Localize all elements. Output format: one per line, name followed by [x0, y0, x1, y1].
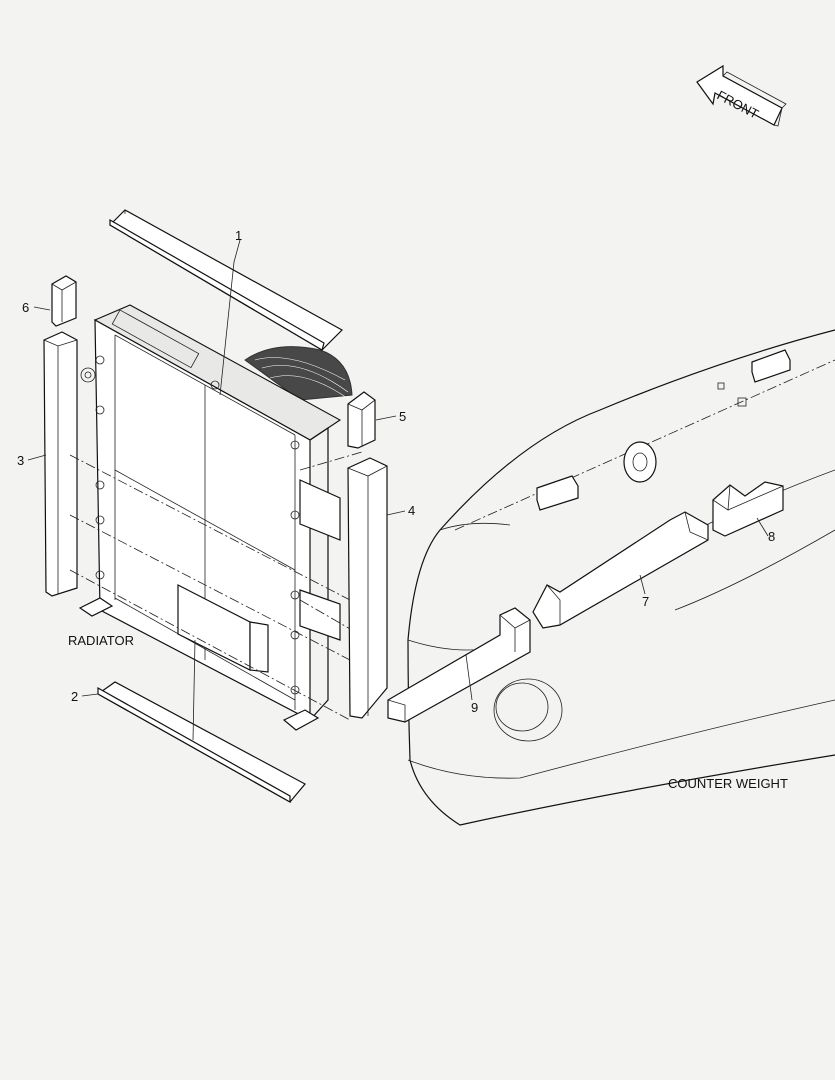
part-9-cw-seal [387, 607, 531, 723]
assembly-center-lines [69, 451, 363, 721]
part-6-small-seal [51, 275, 77, 327]
part-1-top-seal [109, 209, 343, 351]
part-7-cw-seal [532, 511, 709, 629]
part-4-right-seal [347, 457, 388, 719]
counter-weight [407, 329, 835, 826]
callout-5: 5 [399, 409, 406, 424]
callout-9: 9 [471, 700, 478, 715]
callout-8: 8 [768, 529, 775, 544]
radiator-label: RADIATOR [68, 633, 134, 648]
callout-3: 3 [17, 453, 24, 468]
part-8-block-seal [712, 481, 784, 537]
callout-2: 2 [71, 689, 78, 704]
front-arrow-icon: FRONT [696, 64, 787, 127]
radiator-assembly [78, 304, 353, 731]
counter-weight-label: COUNTER WEIGHT [668, 776, 788, 791]
leader-lines [27, 239, 769, 741]
callout-4: 4 [408, 503, 415, 518]
radiator-bolts [95, 355, 300, 695]
callout-1: 1 [235, 228, 242, 243]
callout-6: 6 [22, 300, 29, 315]
callout-7: 7 [642, 594, 649, 609]
part-5-small-seal [347, 391, 376, 449]
part-3-left-seal [43, 331, 78, 597]
part-2-bottom-seal [96, 681, 306, 804]
